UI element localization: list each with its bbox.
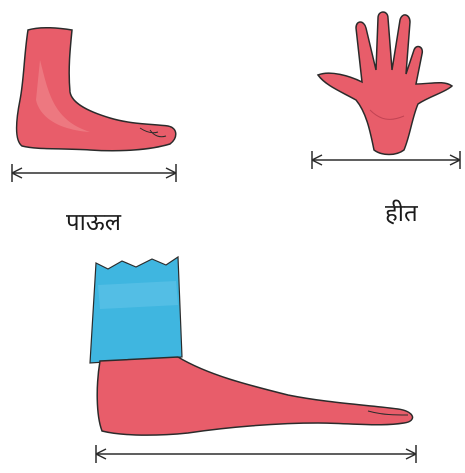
foot-label: पाऊल xyxy=(66,205,121,238)
hand-label: हीत xyxy=(385,196,418,229)
foot-illustration xyxy=(0,0,200,200)
arm-measure-arrow xyxy=(96,445,416,463)
forearm-illustration xyxy=(78,245,428,473)
hand-illustration xyxy=(300,0,465,180)
foot-measure-arrow xyxy=(12,164,176,182)
